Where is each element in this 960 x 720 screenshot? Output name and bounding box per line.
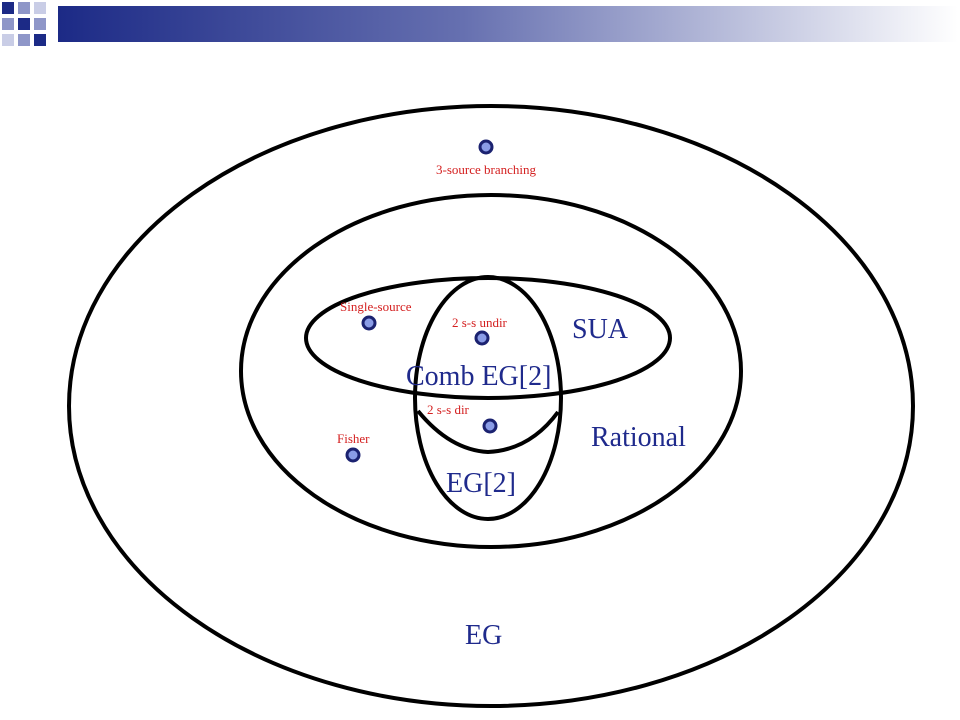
two-ss-undir-label: 2 s-s undir <box>452 315 508 330</box>
header-square <box>34 34 46 46</box>
header-square <box>34 2 46 14</box>
header-decoration <box>2 2 958 46</box>
three-source-label: 3-source branching <box>436 162 536 177</box>
rational-ellipse <box>239 193 743 549</box>
two-ss-dir-dot <box>482 418 498 434</box>
header-square <box>18 18 30 30</box>
fisher-label: Fisher <box>337 431 370 446</box>
header-square <box>18 34 30 46</box>
comb-boundary-curve <box>416 409 560 455</box>
single-source-label: Single-source <box>340 299 412 314</box>
eg-ellipse <box>67 104 915 708</box>
eg2-label: EG[2] <box>446 468 516 499</box>
comb-eg2-label: Comb EG[2] <box>406 361 551 392</box>
single-source-dot <box>361 315 377 331</box>
header-square <box>34 18 46 30</box>
eg-label: EG <box>465 620 502 651</box>
two-ss-undir-dot <box>474 330 490 346</box>
header-square <box>18 2 30 14</box>
eg2-ellipse <box>413 275 563 521</box>
header-gradient-bar <box>58 6 958 42</box>
three-source-dot <box>478 139 494 155</box>
header-square <box>2 18 14 30</box>
sua-label: SUA <box>572 314 629 345</box>
rational-label: Rational <box>591 422 686 453</box>
header-square <box>2 2 14 14</box>
two-ss-dir-label: 2 s-s dir <box>427 402 470 417</box>
fisher-dot <box>345 447 361 463</box>
header-square <box>2 34 14 46</box>
